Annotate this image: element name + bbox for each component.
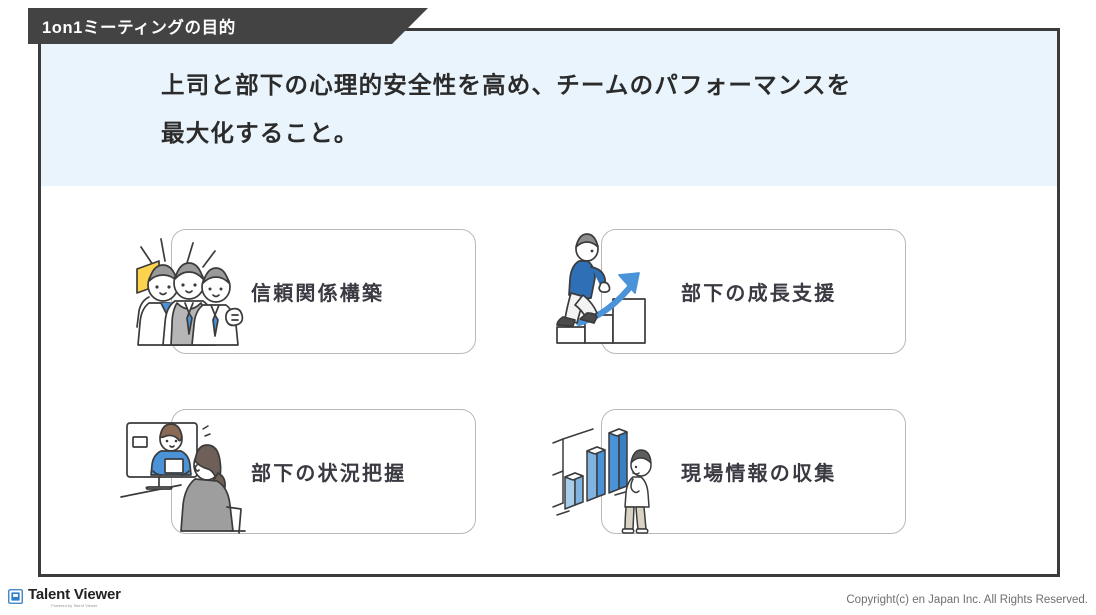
- copyright-text: Copyright(c) en Japan Inc. All Rights Re…: [846, 594, 1088, 606]
- purpose-card-status[interactable]: 部下の状況把握: [111, 401, 541, 581]
- slide-content-frame: 上司と部下の心理的安全性を高め、チームのパフォーマンスを 最大化すること。: [38, 28, 1060, 577]
- slide-title-banner: 1on1ミーティングの目的: [28, 8, 428, 44]
- statement-line-2: 最大化すること。: [161, 119, 359, 146]
- card-label: 信頼関係構築: [251, 283, 385, 305]
- purpose-card-grid: 信頼関係構築: [41, 186, 1057, 577]
- statement-panel: 上司と部下の心理的安全性を高め、チームのパフォーマンスを 最大化すること。: [41, 31, 1057, 186]
- person-climbing-stairs-growth-arrow-icon: [549, 223, 679, 358]
- card-label: 部下の成長支援: [681, 283, 837, 305]
- slide-title: 1on1ミーティングの目的: [42, 19, 236, 37]
- video-call-meeting-icon: [119, 403, 249, 538]
- logo-subtext: Powered by Talent Viewer: [51, 604, 98, 608]
- purpose-card-trust[interactable]: 信頼関係構築: [111, 221, 541, 401]
- purpose-card-growth[interactable]: 部下の成長支援: [541, 221, 971, 401]
- statement-line-1: 上司と部下の心理的安全性を高め、チームのパフォーマンスを: [161, 71, 852, 98]
- talent-viewer-logo: Talent Viewer Powered by Talent Viewer: [8, 587, 121, 609]
- slide-footer: Talent Viewer Powered by Talent Viewer C…: [0, 585, 1096, 615]
- card-label: 部下の状況把握: [251, 463, 407, 485]
- purpose-card-field-info[interactable]: 現場情報の収集: [541, 401, 971, 581]
- talent-viewer-logo-icon: [8, 589, 23, 604]
- logo-name: Talent Viewer: [28, 586, 121, 603]
- bar-chart-observer-icon: [549, 403, 679, 538]
- three-colleagues-celebrating-icon: [119, 223, 249, 358]
- card-label: 現場情報の収集: [681, 463, 837, 485]
